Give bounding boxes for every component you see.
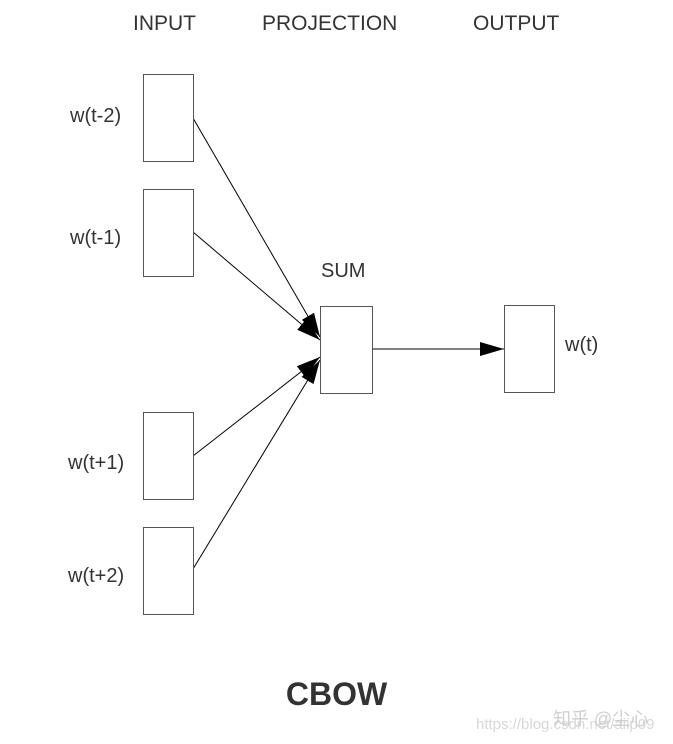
projection-column-header: PROJECTION — [262, 12, 398, 35]
arrow-input-3-to-sum — [192, 356, 321, 457]
watermark-zhihu: 知乎 @尘心 — [553, 709, 649, 729]
diagram-title: CBOW — [285, 676, 388, 712]
input-label-1: w(t-2) — [70, 105, 122, 127]
input-box-2 — [143, 189, 194, 277]
sum-label: SUM — [321, 260, 366, 282]
output-label: w(t) — [565, 334, 599, 356]
input-box-3 — [143, 412, 194, 500]
watermark-url: https://blog.csdn.net/aiip09 — [476, 716, 655, 733]
arrow-input-2-to-sum — [192, 231, 321, 341]
arrow-input-4-to-sum — [192, 359, 321, 570]
input-column-header: INPUT — [133, 12, 196, 35]
input-label-3: w(t+1) — [68, 452, 125, 474]
input-label-2: w(t-1) — [70, 227, 122, 249]
input-box-4 — [143, 527, 194, 615]
input-label-4: w(t+2) — [68, 565, 125, 587]
input-box-1 — [143, 74, 194, 162]
output-box — [504, 305, 555, 393]
sum-box — [320, 306, 373, 394]
arrow-input-1-to-sum — [192, 117, 321, 338]
output-column-header: OUTPUT — [473, 12, 560, 35]
